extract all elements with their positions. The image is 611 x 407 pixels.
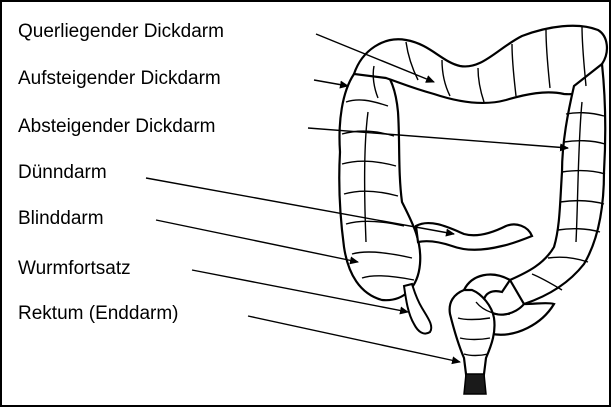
leader-ascending [314,80,348,86]
appendix-shape [404,284,431,334]
descending-colon-shape [510,64,605,304]
label-descending-colon: Absteigender Dickdarm [18,116,215,138]
label-ascending-colon: Aufsteigender Dickdarm [18,68,221,90]
small-intestine-shape [416,223,532,250]
leader-small-intestine [146,178,454,234]
label-rectum: Rektum (Enddarm) [18,303,179,325]
anus-shape [464,374,486,394]
label-transverse-colon: Querliegender Dickdarm [18,21,224,43]
label-small-intestine: Dünndarm [18,162,107,184]
leader-cecum [156,220,358,262]
ascending-colon-shape [339,62,420,300]
label-cecum: Blinddarm [18,208,104,230]
label-appendix: Wurmfortsatz [18,258,131,280]
